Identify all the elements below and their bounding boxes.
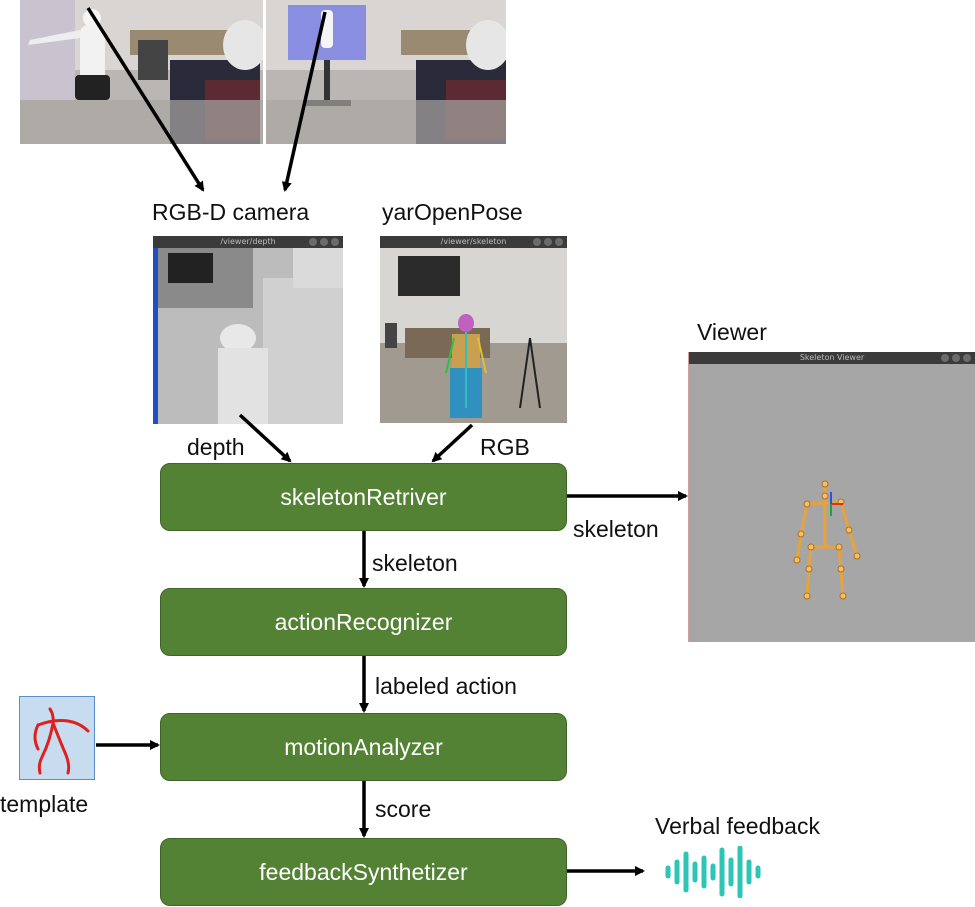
template-image: [19, 696, 95, 780]
labeled-action-edge-label: labeled action: [375, 673, 517, 699]
minimize-icon[interactable]: [941, 354, 949, 362]
template-label: template: [0, 791, 89, 817]
skeleton-retriver-node: skeletonRetriver: [160, 463, 567, 531]
feedback-synthetizer-label: feedbackSynthetizer: [259, 858, 468, 885]
stick-figure-icon: [33, 707, 90, 775]
skeleton-3d-viewer-window: Skeleton Viewer: [688, 352, 975, 642]
maximize-icon[interactable]: [544, 238, 552, 246]
depth-edge-label: depth: [187, 434, 245, 460]
skeleton-window-title: /viewer/skeleton: [440, 237, 507, 246]
depth-image: [153, 248, 343, 424]
screen-scene-image: [266, 0, 506, 144]
skeleton-down-edge-label: skeleton: [372, 550, 458, 576]
action-recognizer-label: actionRecognizer: [274, 608, 453, 635]
arrow-rgb-to-retriver: [431, 423, 474, 463]
arrow-screen-to-rgbd: [281, 11, 327, 192]
skeleton-right-edge-label: skeleton: [573, 516, 659, 542]
arrow-depth-to-retriver: [238, 413, 292, 463]
action-recognizer-node: actionRecognizer: [160, 588, 567, 656]
rgbd-camera-label: RGB-D camera: [152, 199, 310, 225]
motion-analyzer-node: motionAnalyzer: [160, 713, 567, 781]
close-icon[interactable]: [331, 238, 339, 246]
depth-window-titlebar: /viewer/depth: [153, 236, 343, 248]
rgb-edge-label: RGB: [480, 434, 530, 460]
feedback-synthetizer-node: feedbackSynthetizer: [160, 838, 567, 906]
arrow-photo-to-rgbd: [86, 7, 205, 192]
close-icon[interactable]: [555, 238, 563, 246]
photo-screen-scene: [266, 0, 506, 144]
maximize-icon[interactable]: [320, 238, 328, 246]
rgb-skeleton-image: [380, 248, 567, 423]
viewer-window-titlebar: Skeleton Viewer: [689, 352, 975, 364]
skeleton-viewer-window: /viewer/skeleton: [380, 236, 567, 423]
viewer-label: Viewer: [697, 319, 767, 345]
minimize-icon[interactable]: [533, 238, 541, 246]
skeleton-window-titlebar: /viewer/skeleton: [380, 236, 567, 248]
skeleton-retriver-label: skeletonRetriver: [280, 483, 447, 510]
3d-skeleton-figure: [793, 480, 861, 600]
minimize-icon[interactable]: [309, 238, 317, 246]
depth-viewer-window: /viewer/depth: [153, 236, 343, 424]
motion-analyzer-label: motionAnalyzer: [284, 733, 443, 760]
maximize-icon[interactable]: [952, 354, 960, 362]
score-edge-label: score: [375, 796, 432, 822]
verbal-feedback-label: Verbal feedback: [655, 813, 820, 839]
close-icon[interactable]: [963, 354, 971, 362]
viewer-window-title: Skeleton Viewer: [799, 353, 865, 362]
robot-scene-image: [20, 0, 263, 144]
yaropenpose-label: yarOpenPose: [382, 199, 523, 225]
depth-window-title: /viewer/depth: [220, 237, 276, 246]
photo-robot-scene: [20, 0, 263, 144]
audio-waveform-icon: [665, 846, 761, 898]
